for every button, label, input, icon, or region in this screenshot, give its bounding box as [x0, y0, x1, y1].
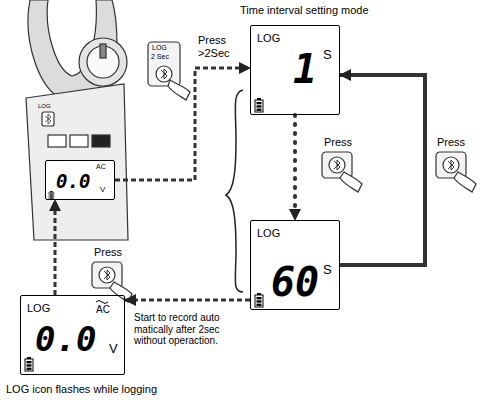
label-text: Press	[324, 136, 352, 149]
label-text: Press	[94, 246, 122, 259]
lcd-screen: AC 0.0V	[45, 160, 115, 200]
edge-label: Start to record auto matically after 2se…	[134, 312, 246, 347]
label-text: LOG	[152, 44, 167, 52]
lcd-screen: LOG 60 S	[250, 220, 340, 310]
flow-arrow	[125, 299, 250, 302]
lcd-digits: 0.0	[35, 320, 96, 359]
flow-arrow	[340, 75, 425, 265]
flow-arrow	[54, 200, 57, 295]
label-text: 2 Sec	[151, 53, 169, 61]
lcd-digits: 0.0	[56, 171, 90, 193]
lcd-annunciator: LOG	[257, 32, 280, 45]
press-button	[436, 152, 476, 192]
lcd-annunciator: LOG	[27, 302, 50, 315]
big-log-button	[148, 42, 190, 100]
lcd-annunciator: S	[323, 48, 332, 63]
ac-tilde	[96, 301, 108, 304]
battery-icons	[25, 98, 263, 371]
flow-arrow	[115, 68, 250, 180]
press-button	[92, 262, 132, 302]
edge-label: Press >2Sec	[198, 34, 248, 59]
lcd-screen: LOG 1S	[250, 25, 340, 115]
flow-arrow	[293, 115, 297, 220]
clamp-meter	[26, 0, 128, 240]
curly-brace	[226, 90, 243, 292]
caption: LOG icon flashes while logging	[6, 383, 157, 396]
diagram-title: Time interval setting mode	[240, 4, 369, 17]
lcd-annunciator: V	[100, 185, 105, 194]
lcd-annunciator: LOG	[257, 227, 280, 240]
lcd-annunciator: AC	[96, 304, 110, 316]
press-button	[322, 152, 362, 192]
lcd-digits: 60	[271, 259, 319, 305]
lcd-annunciator: V	[109, 342, 118, 357]
lcd-annunciator: AC	[96, 163, 106, 171]
lcd-digits: 1	[293, 46, 317, 92]
label-text: LOG	[38, 103, 51, 110]
lcd-screen: LOG AC0.0V	[20, 295, 125, 375]
label-text: Press	[437, 136, 465, 149]
lcd-annunciator: S	[323, 263, 332, 278]
